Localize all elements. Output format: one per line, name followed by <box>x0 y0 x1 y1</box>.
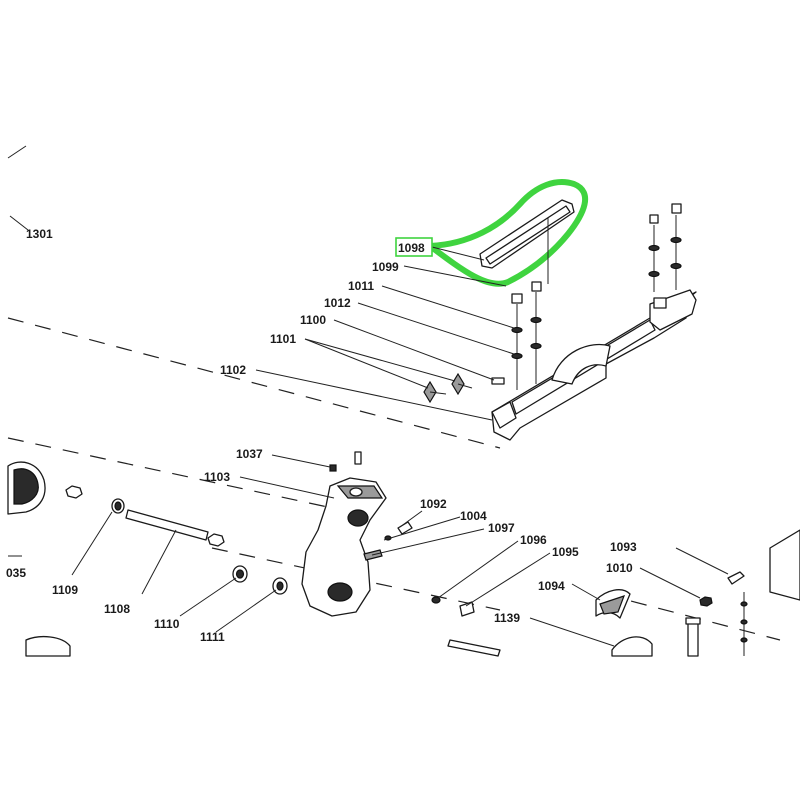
bolt-stack <box>491 281 542 390</box>
callout-1097[interactable]: 1097 <box>488 521 515 535</box>
callout-1004[interactable]: 1004 <box>460 509 487 523</box>
callout-1093[interactable]: 1093 <box>610 540 637 554</box>
callout-labels: 1301 1098 1099 1011 1012 1100 1101 1102 … <box>6 227 637 644</box>
callout-1109[interactable]: 1109 <box>52 583 78 597</box>
highlighted-part-1098[interactable] <box>427 179 588 287</box>
callout-1094[interactable]: 1094 <box>538 579 565 593</box>
callout-1011[interactable]: 1011 <box>348 279 374 293</box>
callout-1110[interactable]: 1110 <box>154 617 180 631</box>
callout-1099[interactable]: 1099 <box>372 260 399 274</box>
callout-035[interactable]: 035 <box>6 566 26 580</box>
callout-1037[interactable]: 1037 <box>236 447 263 461</box>
callout-1111[interactable]: 1111 <box>200 630 225 644</box>
guard-bracket-assembly <box>491 203 697 441</box>
highlight-outline <box>427 179 588 287</box>
callout-1139[interactable]: 1139 <box>494 611 520 625</box>
callout-1012[interactable]: 1012 <box>324 296 351 310</box>
callout-1301[interactable]: 1301 <box>26 227 53 241</box>
callout-1100[interactable]: 1100 <box>300 313 326 327</box>
callout-1010[interactable]: 1010 <box>606 561 633 575</box>
leader-lines <box>9 215 729 647</box>
lower-arm-casting <box>301 451 387 617</box>
small-pins <box>363 521 475 617</box>
callout-1103[interactable]: 1103 <box>204 470 230 484</box>
left-parts <box>7 461 288 595</box>
right-parts <box>8 529 800 657</box>
callout-1108[interactable]: 1108 <box>104 602 130 616</box>
callout-1102[interactable]: 1102 <box>220 363 246 377</box>
callout-1096[interactable]: 1096 <box>520 533 547 547</box>
thumb-screws <box>423 372 473 404</box>
callout-1101[interactable]: 1101 <box>270 332 296 346</box>
callout-1098-box <box>395 237 433 257</box>
callout-1098[interactable]: 1098 <box>398 241 425 255</box>
dashed-guide-lines <box>7 145 781 641</box>
callout-1092[interactable]: 1092 <box>420 497 447 511</box>
callout-1095[interactable]: 1095 <box>552 545 579 559</box>
